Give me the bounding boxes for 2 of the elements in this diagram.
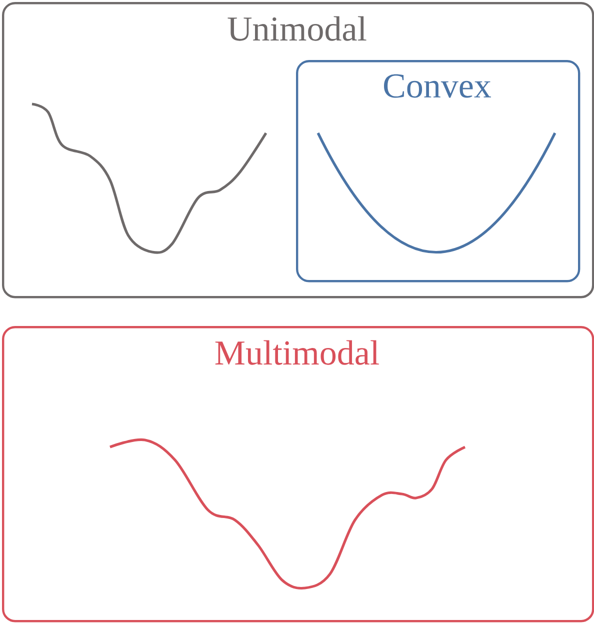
box: Multimodal [2,326,594,622]
box: Convex [296,60,580,282]
